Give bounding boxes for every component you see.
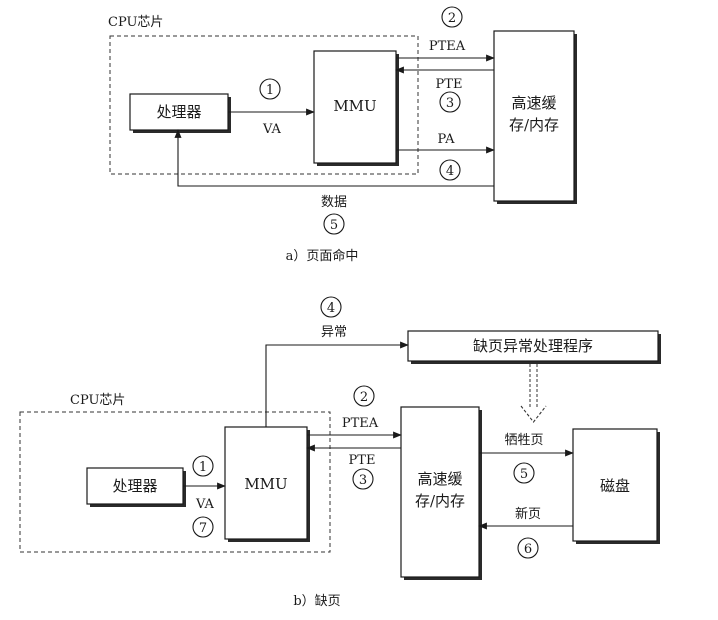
mmu-label-a: MMU xyxy=(333,97,376,115)
cpu-chip-label-a: CPU芯片 xyxy=(108,15,163,30)
step-2-number-a: 2 xyxy=(448,11,456,26)
ptea-label-b: PTEA xyxy=(342,416,379,431)
step-5-number-a: 5 xyxy=(330,218,338,233)
page-fault-handler-label: 缺页异常处理程序 xyxy=(473,337,593,355)
step-3-marker-a xyxy=(439,91,461,113)
step-5-number-b: 5 xyxy=(520,467,528,482)
disk-box-b xyxy=(572,428,658,542)
caption-b: b）缺页 xyxy=(293,594,340,609)
cache-memory-box-b xyxy=(400,406,480,578)
cache-memory-label-line1-b: 高速缓 xyxy=(417,470,462,488)
step-6-number-b: 6 xyxy=(524,542,532,557)
processor-box-a xyxy=(129,93,229,131)
cpu-chip-label-b: CPU芯片 xyxy=(70,393,125,408)
cache-memory-box-a xyxy=(493,30,575,202)
va-label-b: VA xyxy=(195,497,215,512)
step-2-marker-b xyxy=(353,385,375,407)
exception-label-b: 异常 xyxy=(321,325,347,340)
new-page-label: 新页 xyxy=(515,506,541,522)
cache-memory-label-line2-a: 存/内存 xyxy=(509,116,559,134)
step-4-marker-a xyxy=(439,159,461,181)
mmu-box-a xyxy=(313,50,397,164)
step-7-number-b: 7 xyxy=(199,521,207,536)
exception-arrow-b xyxy=(265,341,409,427)
step-6-marker-b xyxy=(517,537,539,559)
ptea-label-a: PTEA xyxy=(429,39,466,54)
step-1-number-b: 1 xyxy=(199,460,207,475)
part-a-page-hit: CPU芯片 处理器 MMU 高速缓 存/内存 VA 1 PTEA 2 PTE 3… xyxy=(108,6,577,264)
step-3-marker-b xyxy=(352,468,374,490)
victim-page-label: 牺牲页 xyxy=(504,433,543,448)
step-5-marker-a xyxy=(323,213,345,235)
mmu-label-b: MMU xyxy=(244,475,287,493)
mmu-box-b xyxy=(224,426,308,540)
step-7-marker-b xyxy=(192,516,214,538)
step-4-marker-b xyxy=(320,296,342,318)
caption-a: a）页面命中 xyxy=(286,248,359,264)
handler-control-arrow xyxy=(520,364,547,423)
step-1-marker-b xyxy=(192,455,214,477)
step-2-marker-a xyxy=(441,6,463,28)
step-1-marker-a xyxy=(259,78,281,100)
pte-label-a: PTE xyxy=(436,77,463,92)
va-label-a: VA xyxy=(262,122,282,137)
pa-label-a: PA xyxy=(438,132,456,147)
pte-label-b: PTE xyxy=(349,453,376,468)
step-3-number-b: 3 xyxy=(359,473,367,488)
cache-memory-label-line1-a: 高速缓 xyxy=(511,94,556,112)
cache-memory-label-line2-b: 存/内存 xyxy=(415,492,465,510)
processor-label-a: 处理器 xyxy=(156,103,201,121)
disk-label-b: 磁盘 xyxy=(600,477,630,495)
data-label-a: 数据 xyxy=(321,195,347,210)
cpu-chip-boundary-a xyxy=(109,35,419,175)
processor-label-b: 处理器 xyxy=(112,477,157,495)
step-4-number-a: 4 xyxy=(446,164,454,179)
part-b-page-fault: CPU芯片 处理器 MMU 高速缓 存/内存 磁盘 缺页异常处理程序 异常 4 xyxy=(19,296,661,609)
step-5-marker-b xyxy=(513,462,535,484)
step-4-number-b: 4 xyxy=(327,301,335,316)
step-2-number-b: 2 xyxy=(360,390,368,405)
step-1-number-a: 1 xyxy=(266,83,274,98)
step-3-number-a: 3 xyxy=(446,96,454,111)
cpu-chip-boundary-b xyxy=(19,411,331,553)
data-return-arrow-a xyxy=(174,129,494,187)
page-fault-handler-box xyxy=(407,330,659,362)
